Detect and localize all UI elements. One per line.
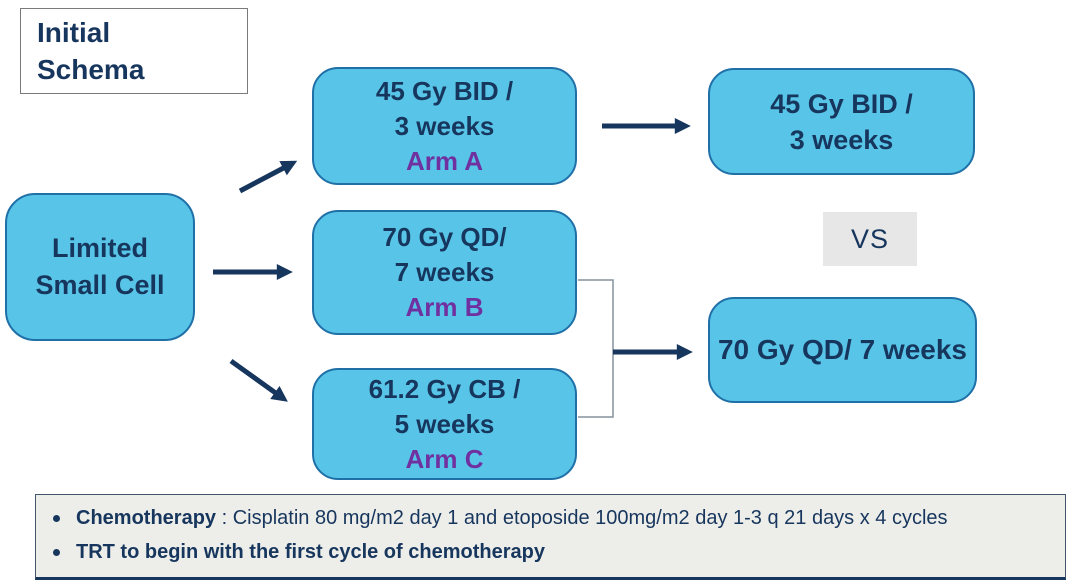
title-line: Initial [37, 17, 111, 48]
dose-text: 61.2 Gy CB / [368, 373, 521, 404]
dose-text: 70 Gy QD/ [382, 222, 507, 252]
arm-a-box: 45 Gy BID / 3 weeks Arm A [312, 67, 577, 185]
dose-text: 45 Gy BID / [375, 75, 514, 106]
slide-title: Initial Schema [20, 8, 248, 94]
source-line: Limited [51, 233, 148, 263]
arm-b-box: 70 Gy QD/ 7 weeks Arm B [312, 210, 577, 335]
comparison-bottom-box: 70 Gy QD/ 7 weeks [708, 297, 977, 403]
duration-text: 5 weeks [394, 408, 495, 439]
vs-text: VS [850, 223, 890, 254]
notes-panel: Chemotherapy : Cisplatin 80 mg/m2 day 1 … [35, 494, 1066, 580]
note-item-chemotherapy: Chemotherapy : Cisplatin 80 mg/m2 day 1 … [53, 507, 1057, 530]
arrow-limited-to-arm-c [229, 358, 288, 402]
vs-badge: VS [823, 212, 917, 266]
note-normal-text: : Cisplatin 80 mg/m2 day 1 and etoposide… [216, 507, 948, 529]
dose-text: 45 Gy BID / [770, 88, 913, 119]
bullet-icon [53, 515, 60, 522]
bullet-icon [53, 549, 60, 556]
arrow-limited-to-arm-a [238, 160, 298, 194]
duration-text: 3 weeks [394, 110, 495, 141]
duration-text: 3 weeks [789, 124, 894, 155]
arm-c-box: 61.2 Gy CB / 5 weeks Arm C [312, 368, 577, 480]
comparison-top-box: 45 Gy BID / 3 weeks [708, 68, 975, 175]
arm-label: Arm B [405, 292, 484, 322]
note-text: Chemotherapy : Cisplatin 80 mg/m2 day 1 … [76, 507, 948, 530]
title-line: Schema [37, 54, 145, 85]
duration-text: 7 weeks [394, 257, 495, 287]
note-item-trt: TRT to begin with the first cycle of che… [53, 541, 1057, 564]
limited-small-cell-box: Limited Small Cell [5, 193, 195, 341]
bracket-arm-b-c [578, 279, 614, 418]
arm-label: Arm A [405, 145, 484, 176]
source-line: Small Cell [35, 270, 165, 300]
note-bold-text: Chemotherapy [76, 507, 217, 529]
note-bold-text: TRT to begin with the first cycle of che… [76, 541, 545, 563]
arm-label: Arm C [405, 443, 484, 474]
note-text: TRT to begin with the first cycle of che… [76, 541, 545, 564]
dose-text: 70 Gy QD/ 7 weeks [717, 334, 968, 365]
